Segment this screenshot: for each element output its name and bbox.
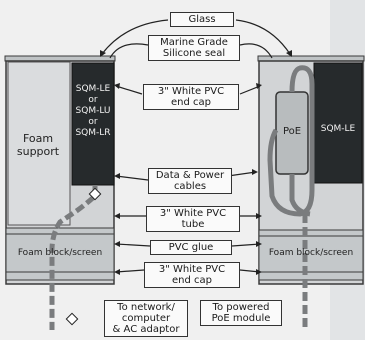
left-enclosure	[4, 55, 116, 330]
right-enclosure	[257, 55, 365, 330]
right-foam-block-label: Foam block/screen	[268, 248, 354, 258]
right-sqm-label: SQM-LE	[320, 124, 356, 134]
arrow-glass-left	[101, 19, 169, 55]
left-foam-block	[5, 227, 115, 281]
pvc-glue-label: PVC glue	[150, 240, 232, 255]
right-cable-link	[289, 174, 311, 217]
poe-label: PoE	[282, 126, 302, 137]
arrow-glass-right	[235, 19, 291, 55]
glass-label: Glass	[170, 12, 234, 27]
left-foam-support-body	[7, 61, 71, 226]
arrowheads	[100, 50, 292, 275]
left-sqm-label: SQM-LE or SQM-LU or SQM-LR	[75, 84, 111, 138]
left-connector-bottom	[65, 312, 79, 326]
end-cap-top-label: 3" White PVC end cap	[143, 84, 239, 110]
tube-label: 3" White PVC tube	[146, 206, 240, 232]
to-poe-label: To powered PoE module	[200, 300, 282, 326]
left-connector-top	[88, 187, 102, 201]
silicone-seal-label: Marine Grade Silicone seal	[148, 35, 240, 61]
left-cable	[49, 185, 98, 330]
end-cap-bottom-label: 3" White PVC end cap	[144, 262, 240, 288]
foam-support-label: Foam support	[16, 132, 60, 158]
to-network-label: To network/ computer & AC adaptor	[104, 300, 188, 337]
right-sqm-box	[313, 62, 363, 184]
left-foam-block-label: Foam block/screen	[17, 248, 103, 258]
right-cable-loop	[267, 65, 315, 217]
cables-label: Data & Power cables	[148, 168, 232, 194]
